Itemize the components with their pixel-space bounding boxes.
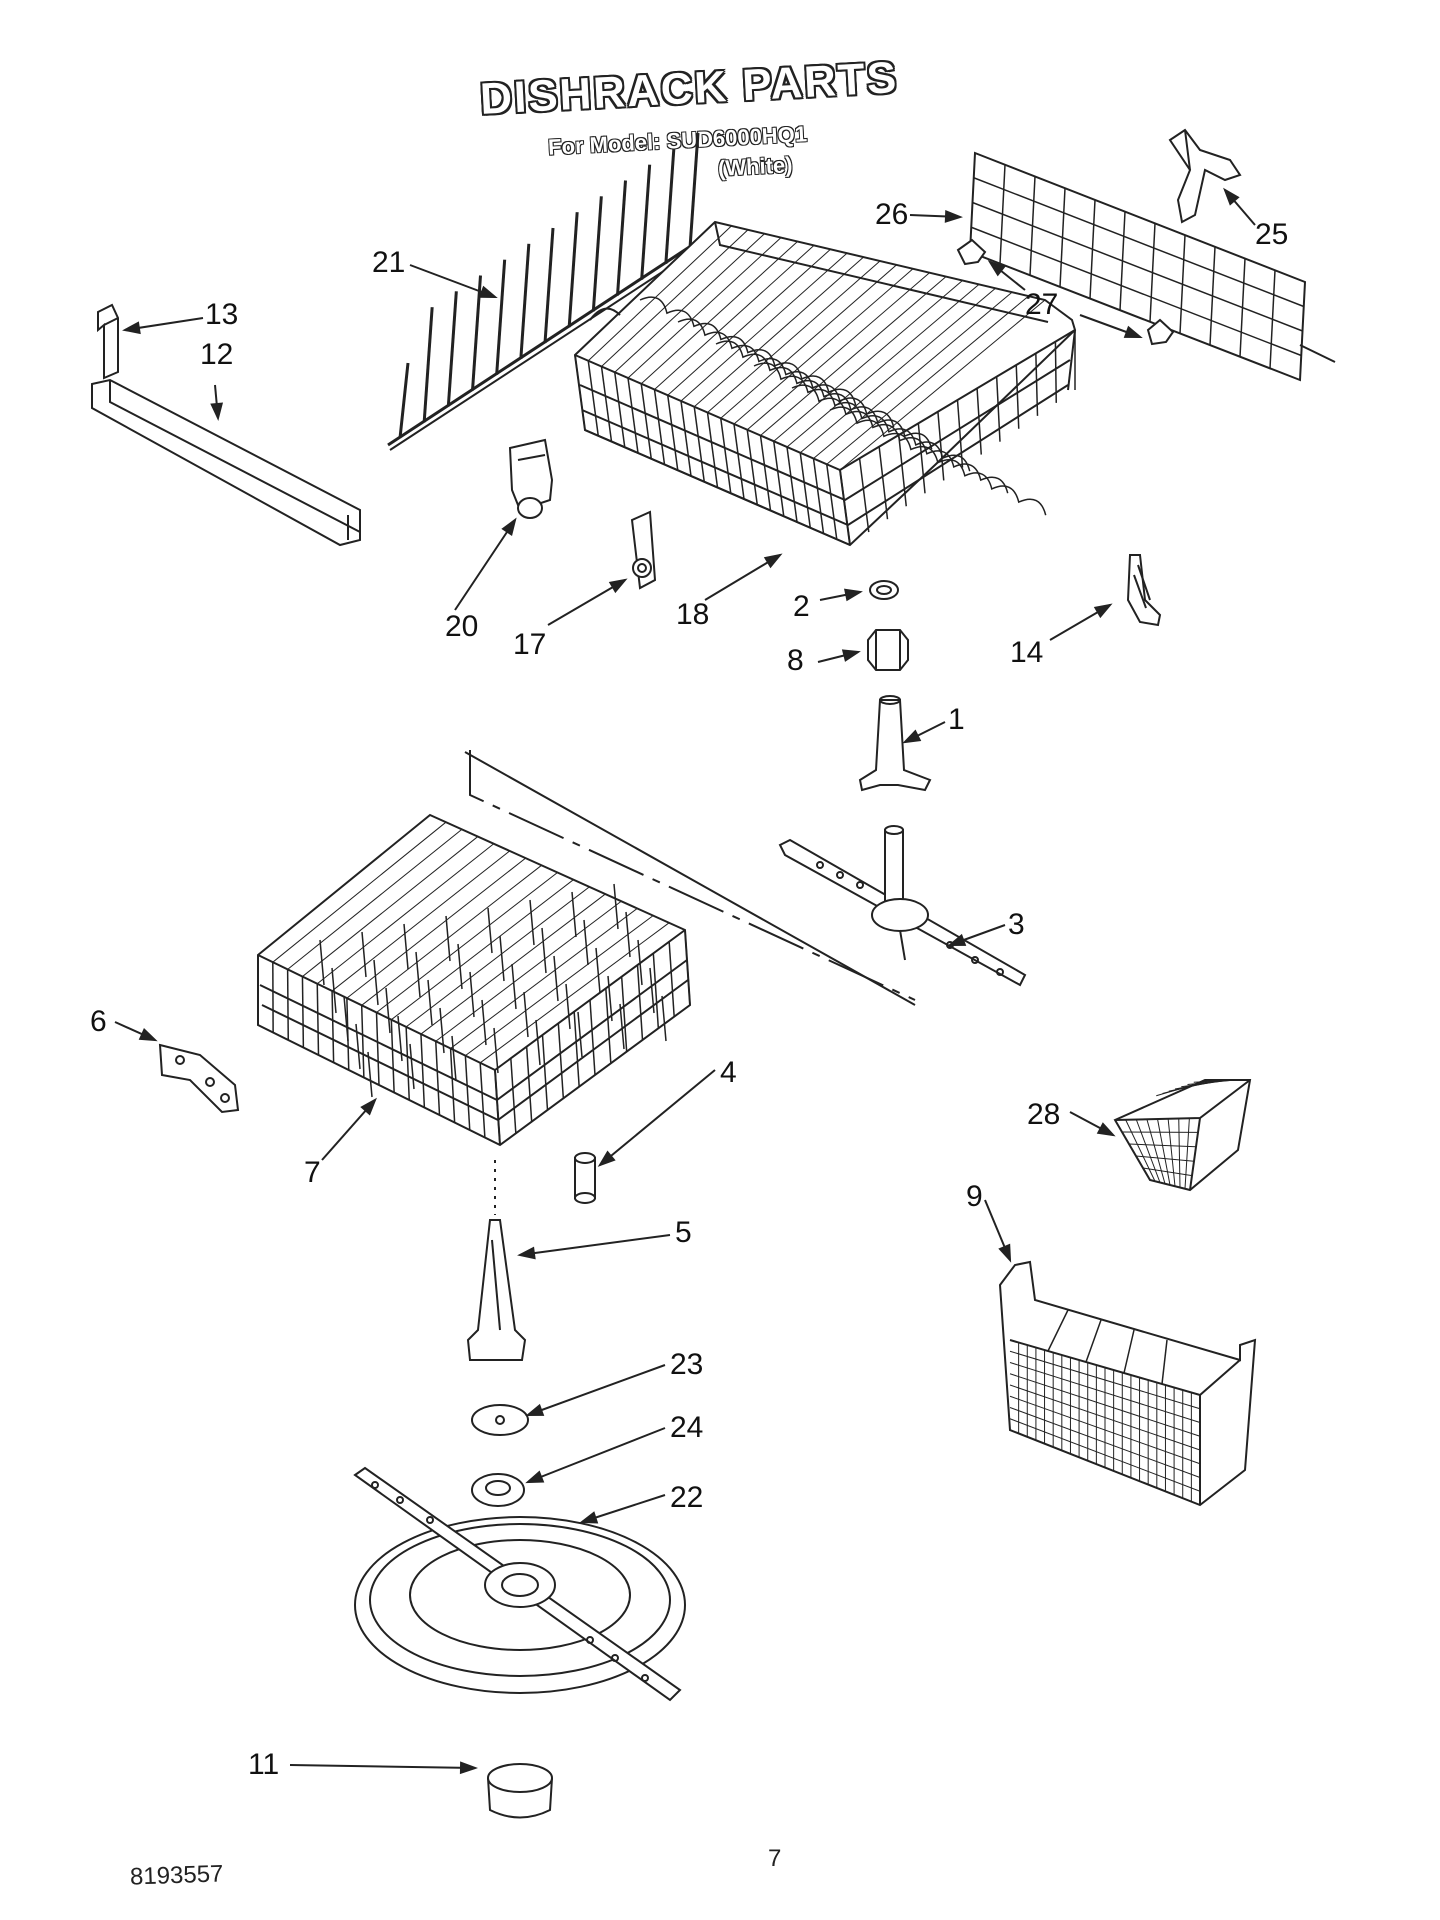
- rack-rail: [91, 378, 361, 547]
- label-4: 4: [720, 1056, 737, 1089]
- basket-cover: [1113, 1079, 1252, 1192]
- label-5: 5: [675, 1216, 692, 1249]
- label-18: 18: [676, 598, 710, 631]
- label-28: 28: [1027, 1098, 1061, 1131]
- label-24: 24: [670, 1411, 704, 1444]
- lower-spray-arm: [353, 1466, 686, 1702]
- label-20: 20: [445, 610, 479, 643]
- label-14: 14: [1010, 636, 1044, 669]
- label-25: 25: [1255, 218, 1289, 251]
- rack-stop-clip: [956, 238, 1175, 346]
- filter-cap: [487, 1763, 553, 1819]
- nut: [867, 629, 909, 671]
- label-9: 9: [966, 1180, 983, 1213]
- label-13: 13: [205, 298, 239, 331]
- label-8: 8: [787, 644, 804, 677]
- rack-roller: [630, 510, 657, 590]
- upper-feed-tube: [858, 695, 932, 792]
- label-27: 27: [1025, 288, 1059, 321]
- tine-row: [387, 132, 703, 451]
- silverware-basket: [998, 1260, 1257, 1507]
- label-7: 7: [304, 1156, 321, 1189]
- rack-guide-line: [464, 751, 916, 1006]
- label-3: 3: [1008, 908, 1025, 941]
- label-22: 22: [670, 1481, 704, 1514]
- label-6: 6: [90, 1005, 107, 1038]
- page-number: 7: [768, 1845, 782, 1872]
- bearing-ring: [471, 1473, 525, 1507]
- roller-assembly: [508, 438, 554, 519]
- document-number: 8193557: [129, 1860, 224, 1891]
- label-1: 1: [948, 703, 965, 736]
- leader-arrows: [114, 187, 1256, 1775]
- label-21: 21: [372, 246, 406, 279]
- label-12: 12: [200, 338, 234, 371]
- stud: [574, 1152, 596, 1204]
- rack-shield: [968, 151, 1336, 382]
- upper-dishrack: [573, 220, 1077, 547]
- rack-stud-clip: [158, 1043, 240, 1114]
- lower-dishrack: [257, 813, 692, 1147]
- spring-clip: [1126, 554, 1162, 627]
- label-17: 17: [513, 628, 547, 661]
- label-23: 23: [670, 1348, 704, 1381]
- label-2: 2: [793, 590, 810, 623]
- rail-end-cap: [97, 303, 119, 380]
- washer-23: [471, 1404, 529, 1436]
- label-26: 26: [875, 198, 909, 231]
- upper-spray-arm: [778, 825, 1027, 987]
- center-line: [469, 750, 916, 1001]
- label-11: 11: [248, 1748, 280, 1781]
- washer-upper: [869, 580, 899, 600]
- rack-clip: [1168, 128, 1242, 224]
- lower-feed-tube: [466, 1219, 527, 1361]
